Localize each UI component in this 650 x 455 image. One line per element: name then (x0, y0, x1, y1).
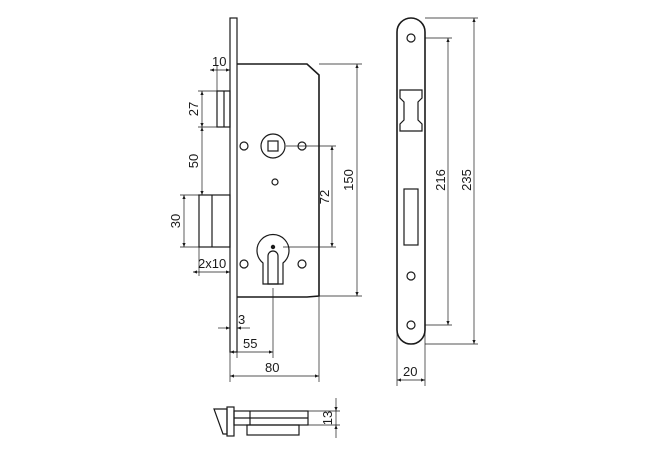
dim-label-2x10: 2x10 (198, 256, 226, 271)
dim-label-150: 150 (341, 169, 356, 191)
dim-label-20: 20 (403, 364, 417, 379)
dim-label-27: 27 (186, 102, 201, 116)
dim-label-216: 216 (433, 169, 448, 191)
screw-hole (271, 178, 279, 186)
dim-label-30: 30 (168, 214, 183, 228)
latch-opening (399, 89, 423, 132)
dim-label-3: 3 (238, 312, 245, 327)
mounting-hole (406, 271, 416, 281)
screw-hole (239, 141, 249, 151)
faceplate-outline (396, 17, 426, 345)
latch-head (213, 408, 228, 435)
bolt-opening (403, 188, 419, 246)
mounting-hole (406, 320, 416, 330)
dim-label-72: 72 (317, 190, 332, 204)
screw-hole (239, 259, 249, 269)
faceplate-dimension-labels: 216 235 20 (403, 169, 474, 379)
faceplate-view (396, 17, 478, 386)
latch-detail-view: 13 (213, 398, 340, 438)
lock-case (237, 63, 320, 298)
cylinder-cutout (256, 233, 290, 285)
screw-hole (297, 259, 307, 269)
dim-label-235: 235 (459, 169, 474, 191)
front-view-dimensions (180, 64, 359, 382)
dim-label-10: 10 (212, 54, 226, 69)
follower-hub (260, 133, 286, 159)
dim-label-13: 13 (320, 411, 335, 425)
dim-label-55: 55 (243, 336, 257, 351)
dim-label-50: 50 (186, 154, 201, 168)
front-view-dimension-labels: 10 27 50 30 2x10 3 55 80 72 150 (168, 54, 356, 375)
dead-bolt (198, 194, 231, 248)
forend-plate (229, 17, 238, 353)
dim-label-80: 80 (265, 360, 279, 375)
mounting-hole (406, 33, 416, 43)
